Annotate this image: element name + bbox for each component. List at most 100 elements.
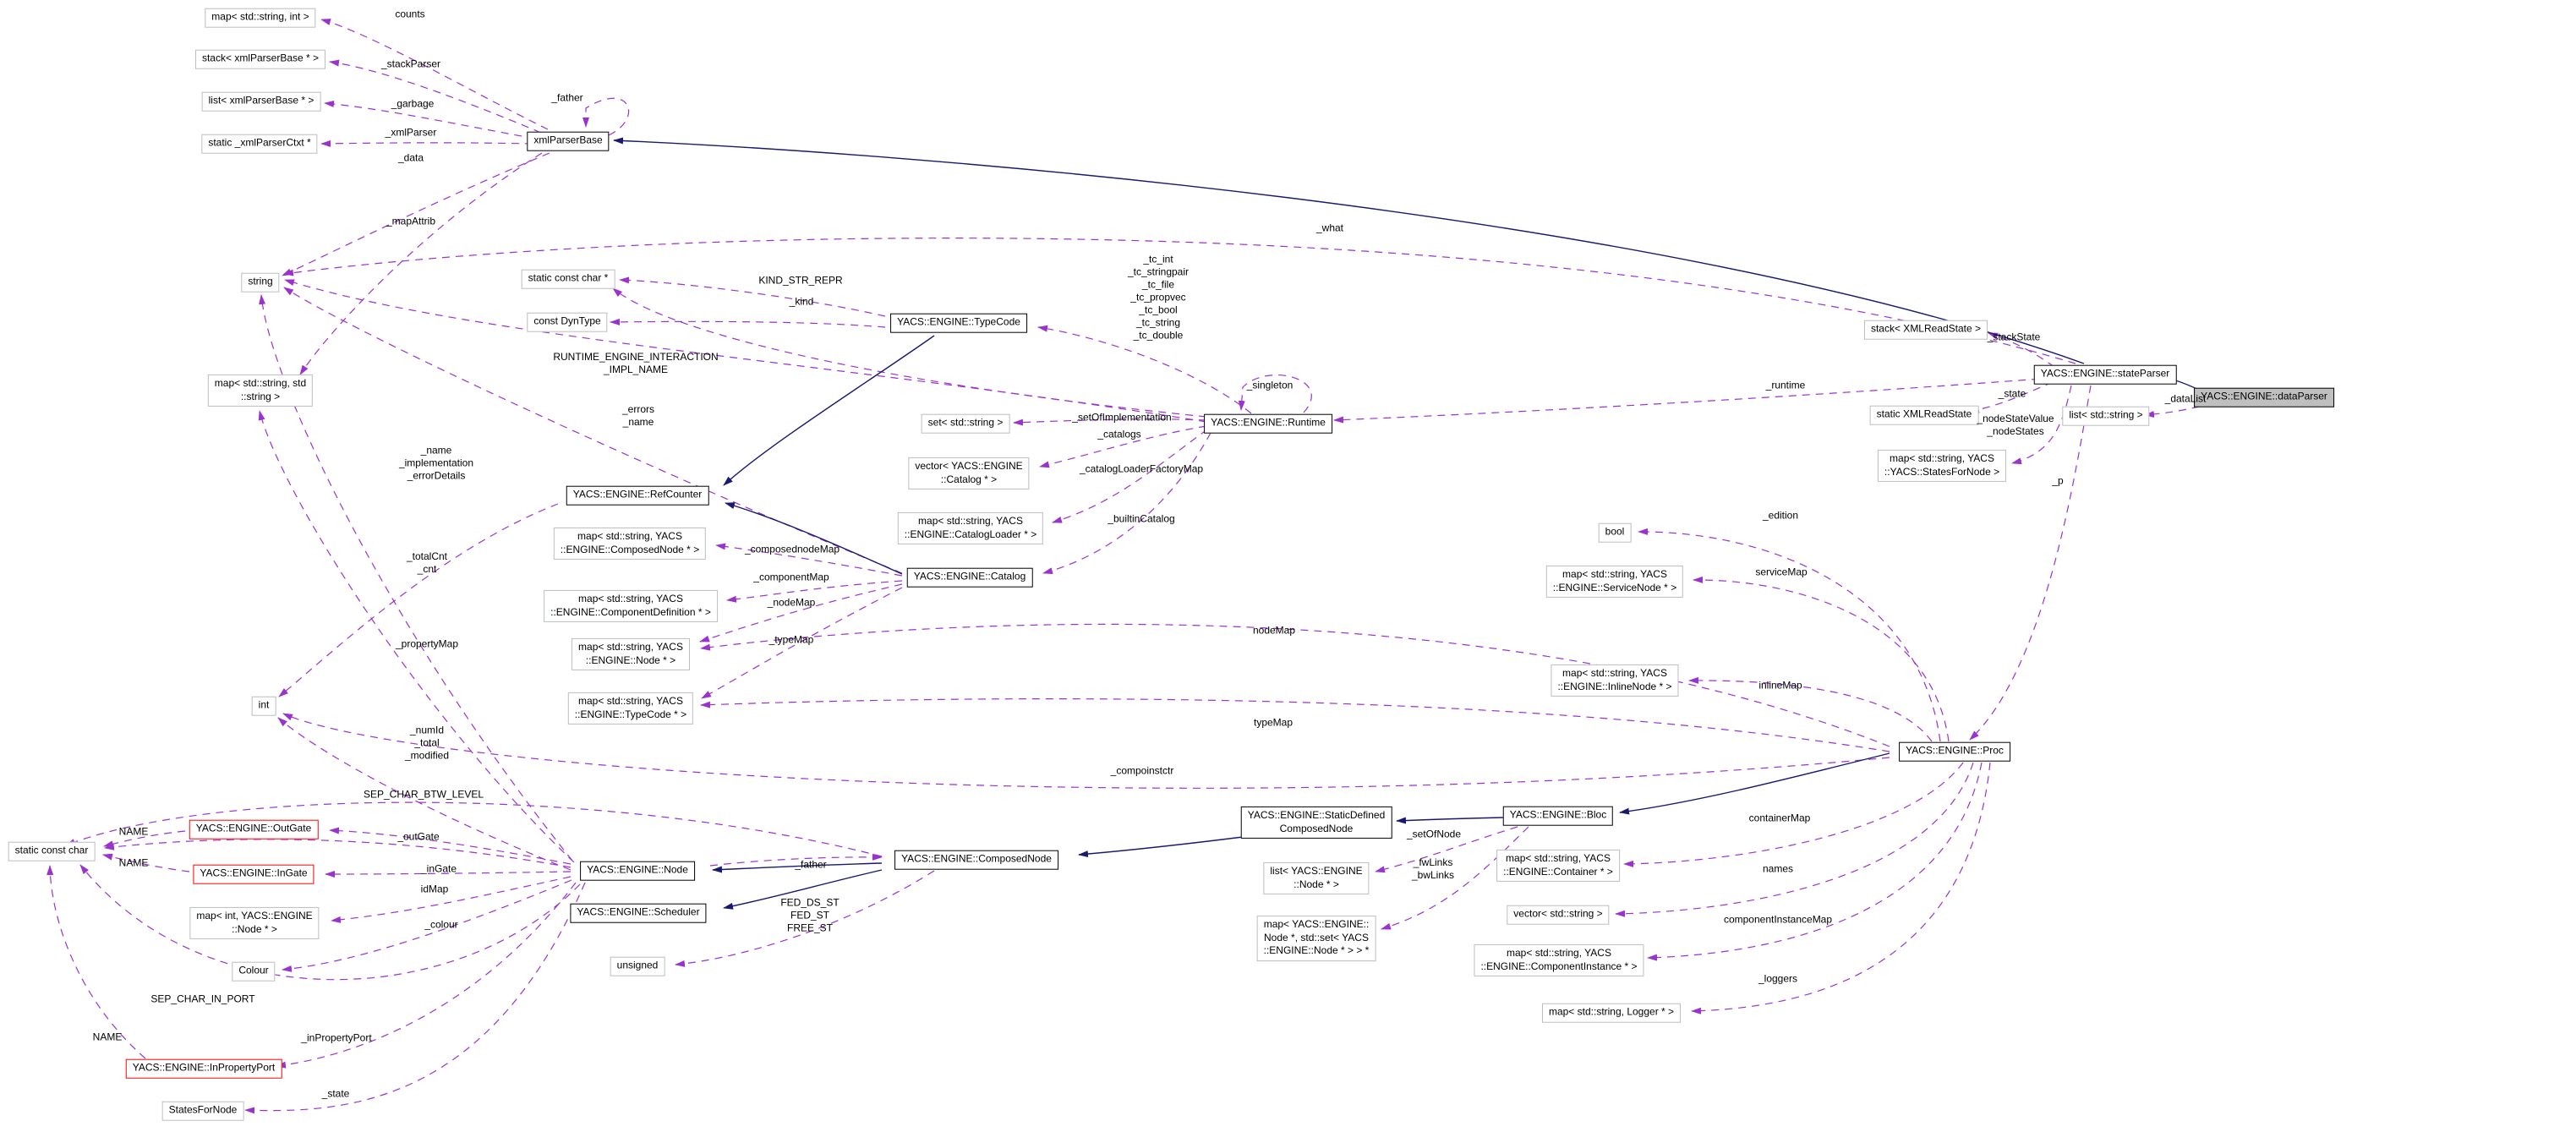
edge-label-typemap: typeMap xyxy=(1253,716,1293,729)
class-box-vector-string: vector< std::string > xyxy=(1507,905,1610,925)
edge-label-_father: _father xyxy=(795,858,827,871)
edge-label-names: names xyxy=(1762,862,1794,875)
edge-label-_totalcnt: _totalCnt _cnt xyxy=(406,550,448,575)
class-box-bloc[interactable]: YACS::ENGINE::Bloc xyxy=(1502,806,1614,826)
edge-label-sep_char_in_port: SEP_CHAR_IN_PORT xyxy=(150,993,255,1005)
member-edge-catalog-to-map-typecode xyxy=(701,587,903,699)
class-box-refcounter[interactable]: YACS::ENGINE::RefCounter xyxy=(566,485,709,506)
member-edge-runtime-to-runtime xyxy=(1238,375,1312,413)
edge-label-_propertymap: _propertyMap xyxy=(395,637,459,650)
edge-label-_composednodemap: _composednodeMap xyxy=(744,543,840,555)
class-box-map-servicenode: map< std::string, YACS ::ENGINE::Service… xyxy=(1545,565,1684,599)
edge-label-name: NAME xyxy=(118,856,149,869)
class-box-proc[interactable]: YACS::ENGINE::Proc xyxy=(1899,741,2010,762)
class-box-typecode[interactable]: YACS::ENGINE::TypeCode xyxy=(890,313,1027,333)
member-edge-node-to-string xyxy=(259,294,573,861)
edge-label-containermap: containerMap xyxy=(1748,812,1811,824)
member-edge-stateparser-to-proc xyxy=(1969,385,2092,741)
edge-label-name: NAME xyxy=(118,825,149,838)
class-box-string: string xyxy=(241,272,280,293)
class-box-map-statesfornode: map< std::string, YACS ::YACS::StatesFor… xyxy=(1877,449,2007,483)
class-box-map-inlinenode: map< std::string, YACS ::ENGINE::InlineN… xyxy=(1551,664,1679,697)
member-edge-proc-to-map-node xyxy=(700,623,1890,747)
edge-label-_inpropertyport: _inPropertyPort xyxy=(301,1031,372,1044)
edge-label-_fwlinks: _fwLinks _bwLinks xyxy=(1411,856,1455,881)
member-edge-node-to-map-int-node xyxy=(331,876,572,923)
edge-label-nodemap: nodeMap xyxy=(1252,624,1296,637)
class-box-static-const-char-ptr: static const char * xyxy=(521,269,615,289)
class-box-map-node-set: map< YACS::ENGINE:: Node *, std::set< YA… xyxy=(1256,916,1376,961)
class-box-stateparser[interactable]: YACS::ENGINE::stateParser xyxy=(2033,364,2177,385)
edge-label-_father: _father xyxy=(551,91,583,104)
class-box-map-string-int: map< std::string, int > xyxy=(205,8,316,28)
member-edge-bloc-to-list-node xyxy=(1375,826,1518,873)
class-box-static-const-char: static const char xyxy=(8,841,96,861)
edge-label-_ingate: _inGate xyxy=(420,862,457,875)
edge-label-kind_str_repr: KIND_STR_REPR xyxy=(758,274,843,287)
class-box-map-string-string: map< std::string, std ::string > xyxy=(207,374,314,407)
member-edge-runtime-to-vector-catalog xyxy=(1039,425,1207,468)
member-edge-runtime-to-map-catalogloader xyxy=(1052,429,1208,523)
member-edge-node-to-static-const-char xyxy=(79,864,581,981)
edge-label-_outgate: _outGate xyxy=(397,830,440,843)
class-box-static-xmlreadstate: static XMLReadState xyxy=(1869,405,1979,425)
edge-label-name: NAME xyxy=(92,1031,123,1043)
class-box-list-node: list< YACS::ENGINE ::Node * > xyxy=(1263,861,1370,895)
class-box-map-componentinstance: map< std::string, YACS ::ENGINE::Compone… xyxy=(1474,943,1644,977)
class-box-colour: Colour xyxy=(232,961,276,982)
inherit-edge-composednode-to-node xyxy=(712,862,883,873)
inherit-edge-typecode-to-refcounter xyxy=(723,335,935,486)
class-box-composednode[interactable]: YACS::ENGINE::ComposedNode xyxy=(894,850,1058,870)
edge-label-_componentmap: _componentMap xyxy=(753,571,829,583)
class-box-outgate[interactable]: YACS::ENGINE::OutGate xyxy=(189,819,319,839)
member-edge-composednode-to-unsigned xyxy=(675,870,935,967)
edge-label-_catalogloaderfactorymap: _catalogLoaderFactoryMap xyxy=(1079,462,1204,475)
class-box-catalog[interactable]: YACS::ENGINE::Catalog xyxy=(906,567,1033,588)
class-box-map-int-node: map< int, YACS::ENGINE ::Node * > xyxy=(189,906,320,940)
member-edge-proc-to-bool xyxy=(1638,528,1941,742)
edge-label-componentinstancemap: componentInstanceMap xyxy=(1723,913,1833,926)
edge-label-_state: _state xyxy=(321,1087,350,1100)
class-box-map-catalogloader: map< std::string, YACS ::ENGINE::Catalog… xyxy=(897,511,1044,545)
member-edge-proc-to-map-componentinstance xyxy=(1647,762,1983,961)
class-box-map-composednode: map< std::string, YACS ::ENGINE::Compose… xyxy=(553,527,707,561)
edge-label-_mapattrib: _mapAttrib xyxy=(386,215,436,227)
member-edge-proc-to-vector-string xyxy=(1615,762,1974,917)
edge-label-_typemap: _typeMap xyxy=(768,633,814,646)
member-edge-stateparser-to-static-xmlreadstate xyxy=(1969,381,2054,413)
member-edge-xmlparserbase-to-map-string-string xyxy=(299,152,543,375)
class-box-unsigned: unsigned xyxy=(610,956,665,976)
edge-label-_builtincatalog: _builtinCatalog xyxy=(1108,512,1175,525)
class-box-ingate[interactable]: YACS::ENGINE::InGate xyxy=(193,864,314,884)
edge-label-_p: _p xyxy=(2052,474,2064,487)
member-edge-proc-to-map-logger xyxy=(1691,762,1991,1014)
member-edge-proc-to-map-inlinenode xyxy=(1688,676,1933,742)
edge-label-sep_char_btw_level: SEP_CHAR_BTW_LEVEL xyxy=(363,788,484,801)
member-edge-refcounter-to-int xyxy=(278,503,559,697)
class-box-dataparser: YACS::ENGINE::dataParser xyxy=(2194,387,2334,407)
class-box-stack-xmlparserbase: stack< xmlParserBase * > xyxy=(194,49,326,69)
class-box-map-typecode: map< std::string, YACS ::ENGINE::TypeCod… xyxy=(567,692,694,725)
member-edge-node-to-inpropertyport xyxy=(276,882,577,1069)
class-box-runtime[interactable]: YACS::ENGINE::Runtime xyxy=(1204,413,1332,434)
edge-label-_nodemap: _nodeMap xyxy=(767,596,816,609)
edge-label-_catalogs: _catalogs xyxy=(1097,428,1141,440)
edge-label-_name: _name _implementation _errorDetails xyxy=(398,444,474,482)
edge-label-counts: counts xyxy=(395,8,425,20)
class-box-set-string: set< std::string > xyxy=(921,413,1010,434)
member-edge-catalog-to-map-node xyxy=(699,583,903,643)
class-box-list-xmlparserbase: list< xmlParserBase * > xyxy=(201,91,321,112)
class-box-map-container: map< std::string, YACS ::ENGINE::Contain… xyxy=(1496,849,1620,883)
member-edge-proc-to-map-servicenode xyxy=(1693,576,1950,742)
class-box-xmlparserbase[interactable]: xmlParserBase xyxy=(527,131,610,151)
class-box-staticdefinedcomposednode[interactable]: YACS::ENGINE::StaticDefined ComposedNode xyxy=(1240,806,1392,839)
edge-label-_setofimplementation: _setOfImplementation xyxy=(1072,411,1172,424)
member-edge-catalog-to-map-composednode xyxy=(715,543,903,577)
class-box-node[interactable]: YACS::ENGINE::Node xyxy=(580,861,695,881)
edge-label-_data: _data xyxy=(397,151,424,164)
edge-label-_garbage: _garbage xyxy=(391,97,435,110)
class-box-inpropertyport[interactable]: YACS::ENGINE::InPropertyPort xyxy=(125,1058,282,1079)
class-box-scheduler[interactable]: YACS::ENGINE::Scheduler xyxy=(570,903,707,923)
class-box-int: int xyxy=(251,696,276,716)
